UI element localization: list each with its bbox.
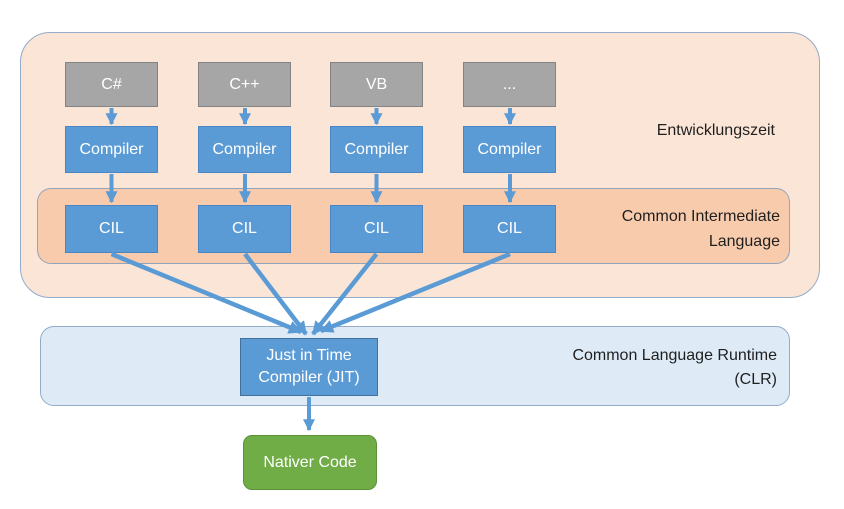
clr-band [40,326,790,406]
language-box-cpp: C++ [198,62,291,107]
cil-box-1: CIL [65,205,158,253]
cil-box-4: CIL [463,205,556,253]
clr-band-label-line1: Common Language Runtime [572,347,777,364]
compiler-box-2: Compiler [198,126,291,173]
language-box-vb: VB [330,62,423,107]
clr-band-label: Common Language Runtime (CLR) [557,344,777,392]
compiler-box-1: Compiler [65,126,158,173]
language-box-others: ... [463,62,556,107]
cil-box-3: CIL [330,205,423,253]
jit-compiler-label-line2: Compiler (JIT) [258,369,360,386]
cil-band-label-line2: Language [708,233,780,250]
language-box-csharp: C# [65,62,158,107]
compiler-box-3: Compiler [330,126,423,173]
cil-band-label-line1: Common Intermediate [621,208,780,225]
cil-box-2: CIL [198,205,291,253]
development-time-label: Entwicklungszeit [656,122,775,139]
jit-compiler-label-line1: Just in Time [266,347,352,364]
clr-band-label-line2: (CLR) [734,371,777,388]
compiler-box-4: Compiler [463,126,556,173]
native-code-box: Nativer Code [243,435,377,490]
